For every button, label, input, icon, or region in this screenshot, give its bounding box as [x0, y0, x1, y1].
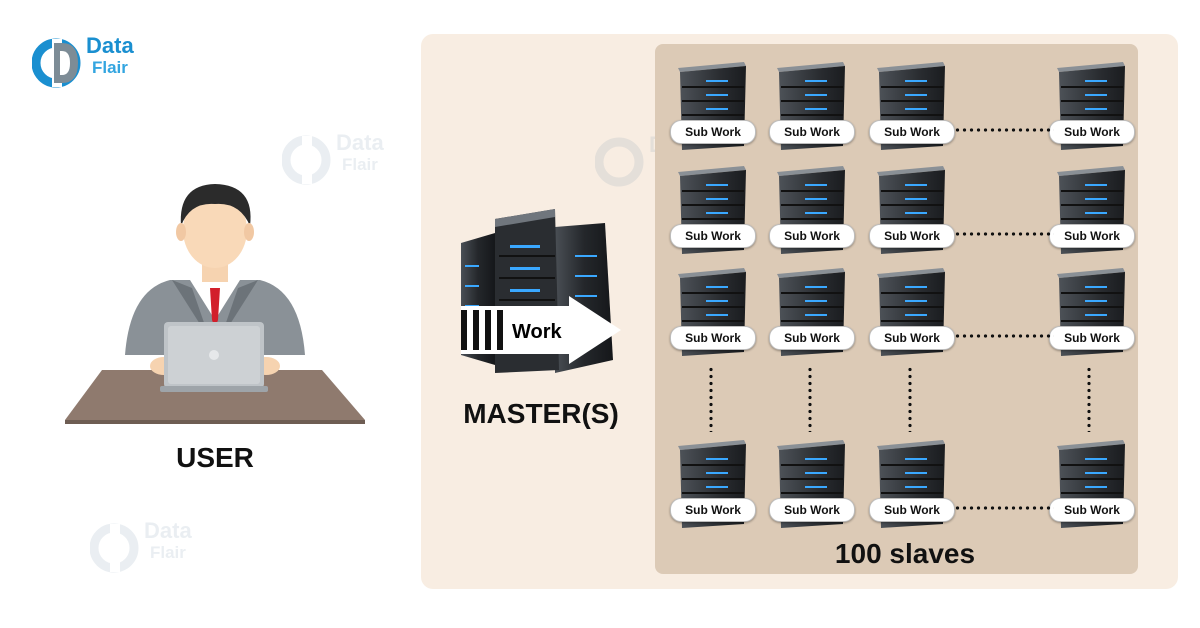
sub-work-label: Sub Work [670, 224, 756, 248]
column-connector [1087, 366, 1091, 432]
slave-server: Sub Work [1049, 60, 1135, 152]
slave-server: Sub Work [1049, 438, 1135, 530]
sub-work-label: Sub Work [869, 326, 955, 350]
sub-work-label: Sub Work [1049, 120, 1135, 144]
work-label: Work [512, 321, 562, 343]
dataflair-logo: Data Flair [32, 33, 152, 89]
row-connector [954, 232, 1054, 236]
slaves-label: 100 slaves [834, 538, 976, 569]
slave-server: Sub Work [670, 60, 756, 152]
slave-server: Sub Work [869, 164, 955, 256]
sub-work-label: Sub Work [769, 498, 855, 522]
sub-work-label: Sub Work [769, 120, 855, 144]
slave-server: Sub Work [769, 438, 855, 530]
user-label: USER [176, 442, 254, 473]
sub-work-label: Sub Work [869, 120, 955, 144]
sub-work-label: Sub Work [670, 120, 756, 144]
slave-server: Sub Work [769, 60, 855, 152]
sub-work-label: Sub Work [670, 498, 756, 522]
slave-server: Sub Work [869, 60, 955, 152]
sub-work-label: Sub Work [769, 326, 855, 350]
dataflair-watermark-icon [90, 523, 139, 573]
user-at-laptop-icon [65, 184, 365, 424]
sub-work-label: Sub Work [1049, 326, 1135, 350]
sub-work-label: Sub Work [869, 224, 955, 248]
sub-work-label: Sub Work [670, 326, 756, 350]
slave-server: Sub Work [670, 266, 756, 358]
column-connector [908, 366, 912, 432]
column-connector [709, 366, 713, 432]
dataflair-watermark-icon [282, 135, 331, 185]
brand-line1: Data [86, 33, 134, 58]
work-arrow-icon [461, 296, 621, 364]
watermark-line2: Flair [342, 155, 378, 174]
row-connector [954, 128, 1054, 132]
slave-server: Sub Work [769, 266, 855, 358]
watermark-line1: Data [336, 130, 384, 155]
master-label: MASTER(S) [463, 398, 619, 429]
slave-server: Sub Work [869, 266, 955, 358]
sub-work-label: Sub Work [869, 498, 955, 522]
watermark-line2: Flair [150, 543, 186, 562]
watermark-line1: Data [144, 518, 192, 543]
slave-server: Sub Work [670, 164, 756, 256]
slave-server: Sub Work [670, 438, 756, 530]
sub-work-label: Sub Work [1049, 498, 1135, 522]
row-connector [954, 334, 1054, 338]
row-connector [954, 506, 1054, 510]
slave-server: Sub Work [869, 438, 955, 530]
sub-work-label: Sub Work [1049, 224, 1135, 248]
slave-server: Sub Work [769, 164, 855, 256]
dataflair-logo-icon [32, 38, 81, 88]
brand-line2: Flair [92, 58, 128, 77]
slave-server: Sub Work [1049, 266, 1135, 358]
slave-server: Sub Work [1049, 164, 1135, 256]
sub-work-label: Sub Work [769, 224, 855, 248]
column-connector [808, 366, 812, 432]
